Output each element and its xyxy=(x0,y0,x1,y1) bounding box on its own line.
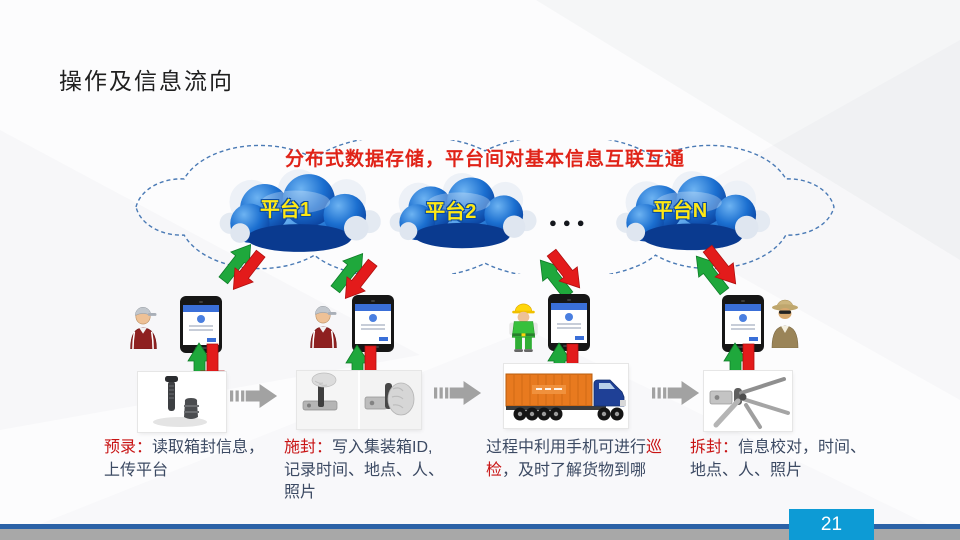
step-description: 读取箱封信息，上传平台 xyxy=(104,439,265,479)
smartphone-icon xyxy=(180,296,222,353)
banner-text: 分布式数据存储，平台间对基本信息互联互通 xyxy=(284,149,685,170)
flow-arrow-icon xyxy=(652,377,700,409)
step-description: 信息校对，时间、地点、人、照片 xyxy=(690,439,867,479)
step-description: 过程中利用手机可进行 xyxy=(486,439,647,456)
step-keyword: 预录： xyxy=(104,439,153,456)
smartphone-icon xyxy=(548,294,590,351)
smartphone-icon xyxy=(722,295,764,352)
platform-2-label: 平台2 xyxy=(425,200,477,223)
platforms-ellipsis: ●●● xyxy=(549,215,591,230)
page-number: 21 xyxy=(820,514,843,535)
step-caption-seal-on: 施封：写入集装箱ID, 记录时间、地点、人、照片 xyxy=(284,437,452,505)
platform-1-cloud: 平台1 xyxy=(203,166,395,256)
inspector-icon xyxy=(764,296,806,348)
step-description: 写入集装箱ID, 记录时间、地点、人、照片 xyxy=(284,439,445,502)
page-number-badge: 21 xyxy=(789,509,874,540)
bolt-seal-icon xyxy=(138,372,226,432)
step-description: ，及时了解货物到哪 xyxy=(502,461,647,479)
safety-worker-icon xyxy=(502,298,544,353)
page-title: 操作及信息流向 xyxy=(59,68,234,94)
platform-2-cloud: 平台2 xyxy=(382,170,542,252)
step-caption-seal-off: 拆封：信息校对，时间、地点、人、照片 xyxy=(690,437,872,482)
footer-bar xyxy=(0,529,960,540)
platform-1-label: 平台1 xyxy=(260,199,312,221)
distributed-cloud-outline xyxy=(135,140,835,274)
footer-accent-line xyxy=(0,524,960,529)
flow-arrow-icon xyxy=(434,377,482,409)
seal-cutting-icon xyxy=(704,371,792,431)
step-caption-prerecord: 预录：读取箱封信息，上传平台 xyxy=(104,437,276,482)
step-keyword: 施封： xyxy=(284,439,333,456)
platform-n-cloud: 平台N xyxy=(606,168,778,254)
step-keyword: 拆封： xyxy=(690,439,739,456)
step-caption-inspection: 过程中利用手机可进行巡检，及时了解货物到哪 xyxy=(486,437,668,482)
platform-n-label: 平台N xyxy=(652,199,708,222)
person-cap-icon xyxy=(304,300,344,348)
container-truck-icon xyxy=(504,364,628,428)
flow-arrow-icon xyxy=(230,380,278,412)
person-cap-icon xyxy=(124,301,164,349)
smartphone-icon xyxy=(352,295,394,352)
seal-install-icon xyxy=(297,371,421,429)
step-keyword: 巡检 xyxy=(486,439,663,479)
